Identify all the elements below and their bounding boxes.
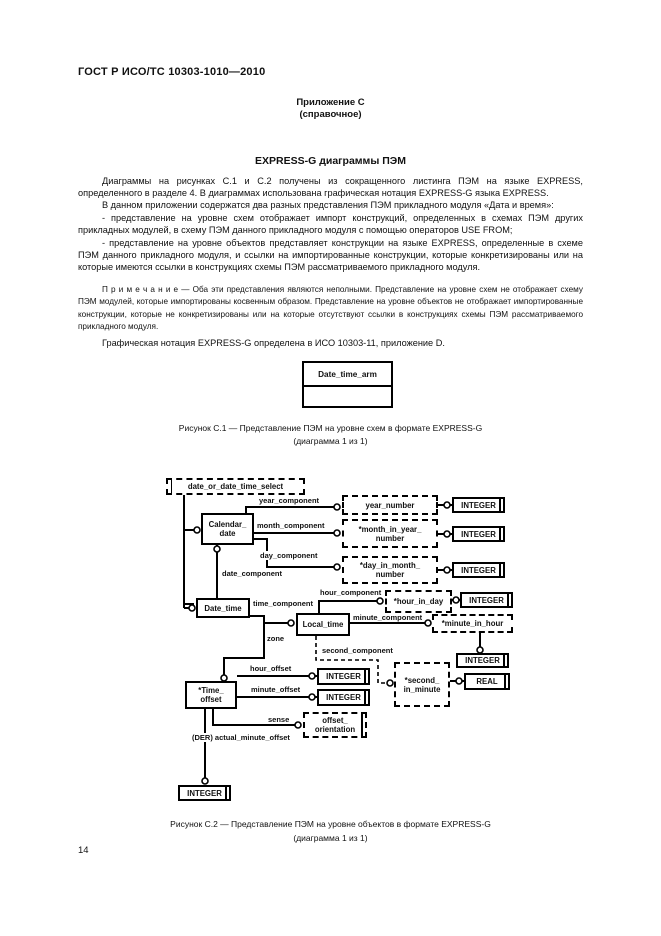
attr-label-second-component: second_component <box>321 646 394 655</box>
paragraph-two-views: В данном приложении содержатся два разны… <box>102 200 554 210</box>
attr-label-der-actual-minute-offset: (DER) actual_minute_offset <box>191 733 291 742</box>
paragraph-intro: Диаграммы на рисунках С.1 и С.2 получены… <box>78 176 583 198</box>
ref-box-hour-in-day: *hour_in_day <box>385 590 452 613</box>
type-box-integer-minute: INTEGER <box>456 653 509 668</box>
type-box-integer-month: INTEGER <box>452 526 505 542</box>
attr-label-day-component: day_component <box>259 551 319 560</box>
ref-box-second-in-minute: *second_ in_minute <box>394 662 450 707</box>
ref-box-day-in-month-number: *day_in_month_ number <box>342 556 438 584</box>
attr-label-zone: zone <box>266 634 286 643</box>
type-box-real-second: REAL <box>464 673 510 690</box>
entity-box-time-offset: *Time_ offset <box>185 681 237 709</box>
appendix-subtitle: (справочное) <box>299 109 362 120</box>
attr-label-minute-offset: minute_offset <box>250 685 302 694</box>
paragraph-entity-level: - представление на уровне объектов предс… <box>78 238 583 272</box>
type-box-integer-day: INTEGER <box>452 562 505 578</box>
section-title: EXPRESS-G диаграммы ПЭМ <box>255 155 406 167</box>
figure-c1-caption-sub: (диаграмма 1 из 1) <box>293 436 368 446</box>
ref-box-month-in-year-number: *month_in_year_ number <box>342 519 438 548</box>
type-box-integer-year: INTEGER <box>452 497 505 513</box>
attr-label-hour-offset: hour_offset <box>249 664 293 673</box>
entity-box-local-time: Local_time <box>296 613 350 636</box>
entity-box-calendar-date: Calendar_ date <box>201 513 254 545</box>
attr-label-sense: sense <box>267 715 291 724</box>
entity-box-date-time: Date_time <box>196 598 250 618</box>
type-box-integer-hour: INTEGER <box>460 592 513 608</box>
paragraph-schema-level: - представление на уровне схем отображае… <box>78 213 583 235</box>
ref-box-offset-orientation: offset_ orientation <box>303 712 367 738</box>
paragraph-note: П р и м е ч а н и е — Оба эти представле… <box>78 285 583 332</box>
type-box-integer-actual-minute-offset: INTEGER <box>178 785 231 801</box>
attr-label-time-component: time_component <box>252 599 315 608</box>
figure-c2-caption: Рисунок С.2 — Представление ПЭМ на уровн… <box>170 819 491 829</box>
ref-box-year-number: year_number <box>342 495 438 515</box>
attr-label-minute-component: minute_component <box>352 613 424 622</box>
document-number: ГОСТ Р ИСО/ТС 10303-1010—2010 <box>78 66 266 78</box>
figure-c1-caption: Рисунок С.1 — Представление ПЭМ на уровн… <box>178 423 483 433</box>
attr-label-year-component: year_component <box>258 496 321 505</box>
figure-c2-caption-sub: (диаграмма 1 из 1) <box>293 833 368 843</box>
schema-box-title: Date_time_arm <box>304 363 391 387</box>
page-number: 14 <box>78 845 89 856</box>
select-box-date-or-date-time-select: date_or_date_time_select <box>166 478 305 495</box>
type-box-integer-hour-offset: INTEGER <box>317 668 370 685</box>
attr-label-hour-component: hour_component <box>319 588 383 597</box>
attr-label-month-component: month_component <box>256 521 326 530</box>
ref-box-minute-in-hour: *minute_in_hour <box>432 614 513 633</box>
schema-box-date-time-arm: Date_time_arm <box>302 361 393 408</box>
type-box-integer-minute-offset: INTEGER <box>317 689 370 706</box>
attr-label-date-component: date_component <box>221 569 284 578</box>
appendix-title: Приложение С <box>296 97 365 108</box>
paragraph-notation-ref: Графическая нотация EXPRESS-G определена… <box>102 338 445 348</box>
